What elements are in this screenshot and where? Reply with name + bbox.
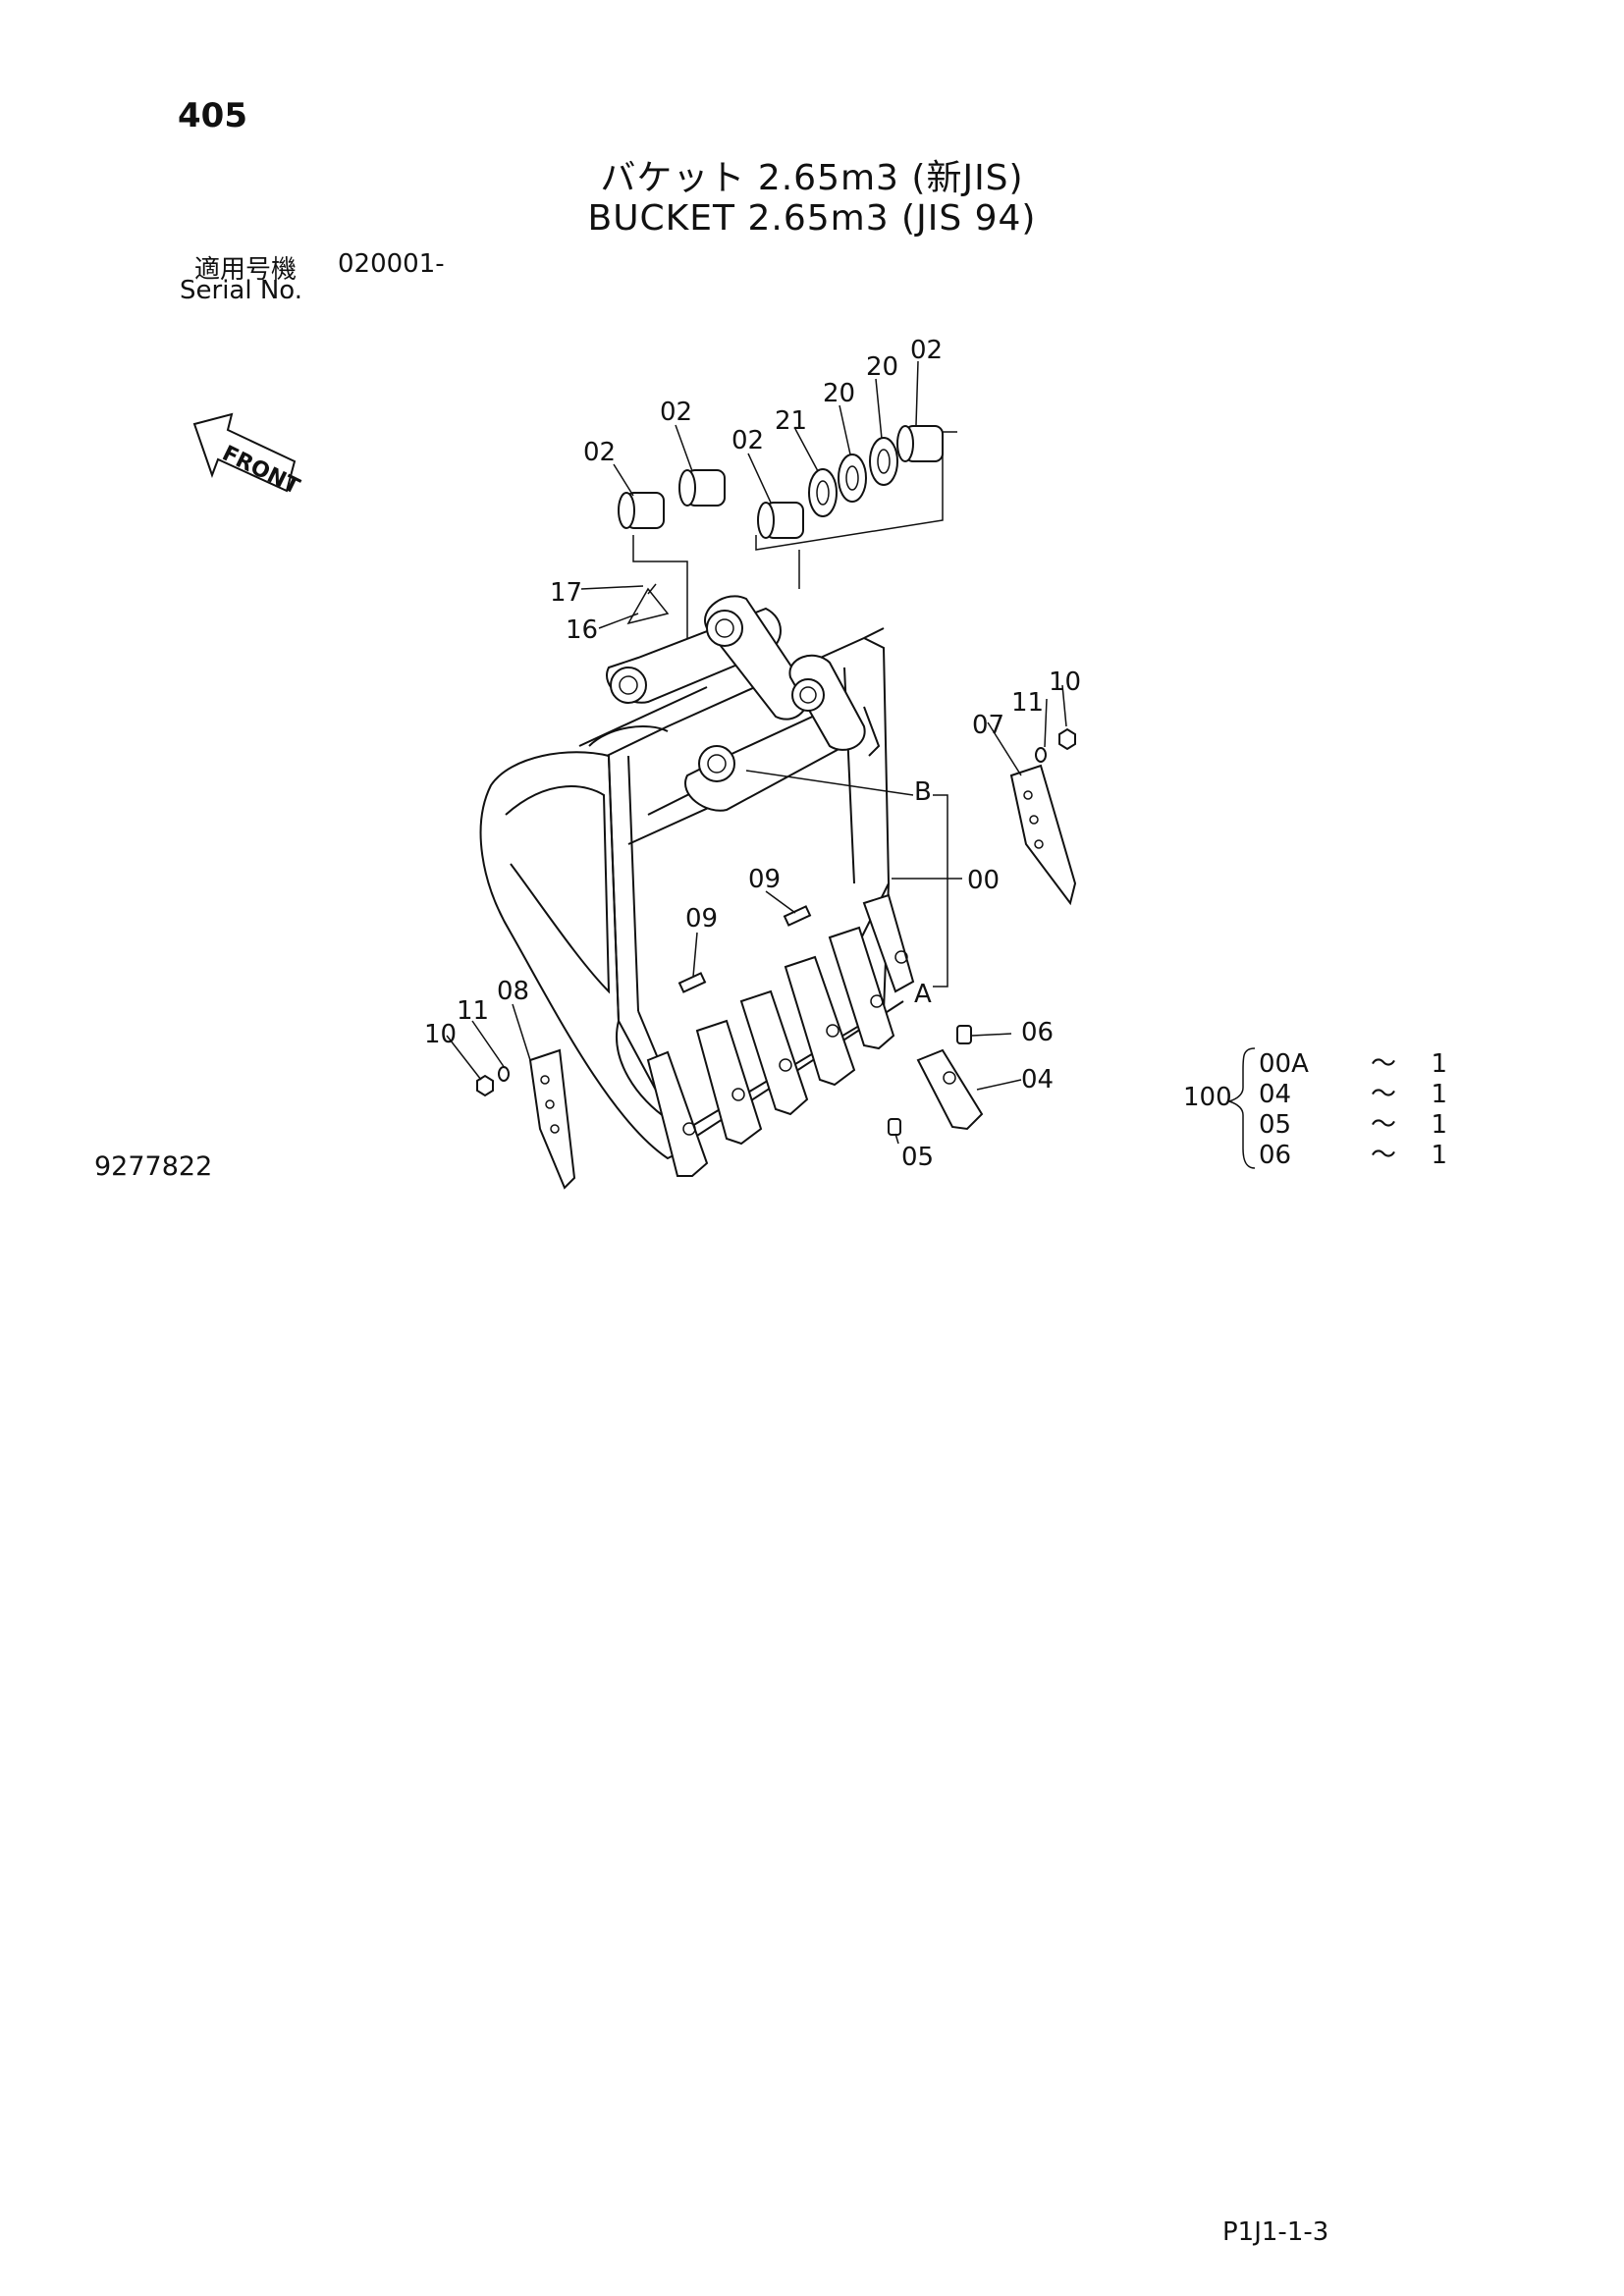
serial-label-japanese: 適用号機 — [194, 255, 298, 285]
kit-qty: 1 — [1431, 1080, 1447, 1109]
callout-20-a: 20 — [823, 379, 855, 408]
callout-05: 05 — [901, 1143, 934, 1172]
front-arrow-icon: FRONT — [192, 412, 303, 500]
callout-02-c: 02 — [731, 426, 764, 455]
kit-number: 100 — [1183, 1083, 1232, 1112]
callout-04: 04 — [1021, 1065, 1054, 1095]
callout-08: 08 — [497, 977, 529, 1006]
kit-sep: ～ — [1370, 1110, 1396, 1140]
kit-sep: ～ — [1370, 1049, 1396, 1079]
kit-part: 00A — [1259, 1049, 1309, 1079]
callout-21: 21 — [775, 406, 807, 436]
callout-17: 17 — [550, 578, 582, 608]
kit-brace — [1226, 1047, 1256, 1169]
callout-11-left: 11 — [457, 996, 489, 1026]
kit-row: 00A ～ 1 — [1259, 1043, 1447, 1080]
leader-lines — [446, 360, 1067, 1145]
callout-20-b: 20 — [866, 352, 898, 382]
callout-07: 07 — [972, 711, 1004, 740]
kit-row: 04 ～ 1 — [1259, 1074, 1447, 1110]
bucket-teeth — [646, 893, 984, 1177]
serial-value: 020001- — [338, 249, 445, 279]
side-cutters — [528, 764, 1077, 1190]
title-japanese: バケット 2.65m3 (新JIS) — [600, 158, 1024, 198]
kit-part: 04 — [1259, 1080, 1292, 1109]
callout-02-a: 02 — [583, 438, 616, 467]
serial-label-english: Serial No. — [180, 276, 302, 305]
kit-sep: ～ — [1370, 1080, 1396, 1109]
callout-00: 00 — [967, 866, 1000, 895]
bushing-parts — [618, 425, 944, 539]
callout-02-b: 02 — [660, 398, 692, 427]
kit-row: 05 ～ 1 — [1259, 1104, 1447, 1141]
callout-11-right: 11 — [1011, 688, 1044, 718]
callout-09-right: 09 — [748, 865, 781, 894]
kit-part: 05 — [1259, 1110, 1292, 1140]
callout-a: A — [914, 980, 932, 1009]
kit-part: 06 — [1259, 1141, 1292, 1170]
callout-09-left: 09 — [685, 904, 718, 934]
kit-qty: 1 — [1431, 1110, 1447, 1140]
kit-qty: 1 — [1431, 1141, 1447, 1170]
callout-02-d: 02 — [910, 336, 943, 365]
page-code: P1J1-1-3 — [1222, 2217, 1329, 2247]
bucket-body — [479, 583, 904, 1160]
page-number: 405 — [178, 96, 247, 135]
kit-row: 06 ～ 1 — [1259, 1135, 1447, 1171]
drawing-number: 9277822 — [94, 1151, 213, 1182]
callout-b: B — [914, 777, 932, 807]
kit-sep: ～ — [1370, 1141, 1396, 1170]
callout-16: 16 — [566, 615, 598, 645]
title-english: BUCKET 2.65m3 (JIS 94) — [587, 198, 1037, 239]
callout-10-left: 10 — [424, 1020, 457, 1049]
kit-qty: 1 — [1431, 1049, 1447, 1079]
bolts-and-nuts — [476, 727, 1076, 1136]
callout-06: 06 — [1021, 1018, 1054, 1047]
callout-labels: 02 02 02 21 20 20 02 17 16 11 10 07 B 00… — [424, 336, 1081, 1172]
callout-10-right: 10 — [1049, 667, 1081, 697]
